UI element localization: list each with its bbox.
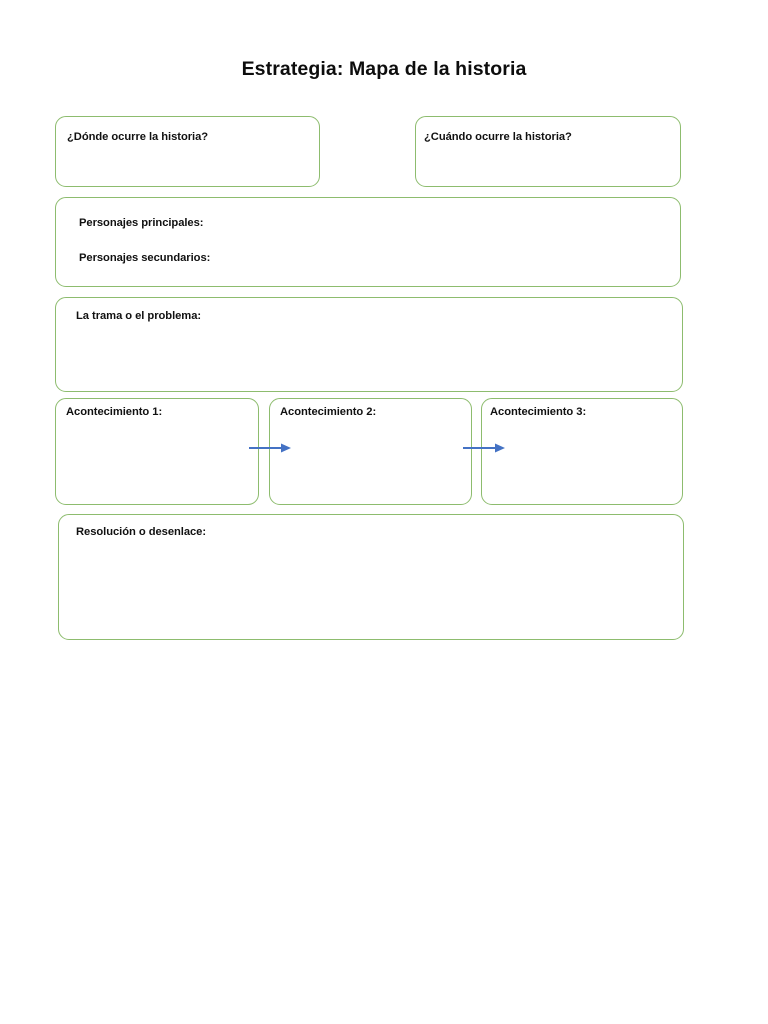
plot-label: La trama o el problema: [76, 310, 202, 322]
where-answer-box[interactable] [55, 116, 320, 187]
plot-answer-box[interactable] [55, 297, 683, 392]
secondary-characters-label: Personajes secundarios: [79, 252, 211, 264]
characters-answer-box[interactable] [55, 197, 681, 287]
resolution-label: Resolución o desenlace: [76, 526, 207, 538]
where-question-label: ¿Dónde ocurre la historia? [67, 131, 209, 143]
arrow-right-icon [463, 443, 505, 453]
arrow-right-icon [249, 443, 291, 453]
event-2-label: Acontecimiento 2: [280, 406, 377, 418]
page-title: Estrategia: Mapa de la historia [241, 58, 527, 80]
event-1-answer-box[interactable] [55, 398, 259, 505]
event-3-label: Acontecimiento 3: [490, 406, 587, 418]
event-1-label: Acontecimiento 1: [66, 406, 163, 418]
event-2-answer-box[interactable] [269, 398, 472, 505]
when-answer-box[interactable] [415, 116, 681, 187]
event-3-answer-box[interactable] [481, 398, 683, 505]
when-question-label: ¿Cuándo ocurre la historia? [424, 131, 572, 143]
main-characters-label: Personajes principales: [79, 217, 204, 229]
resolution-answer-box[interactable] [58, 514, 684, 640]
